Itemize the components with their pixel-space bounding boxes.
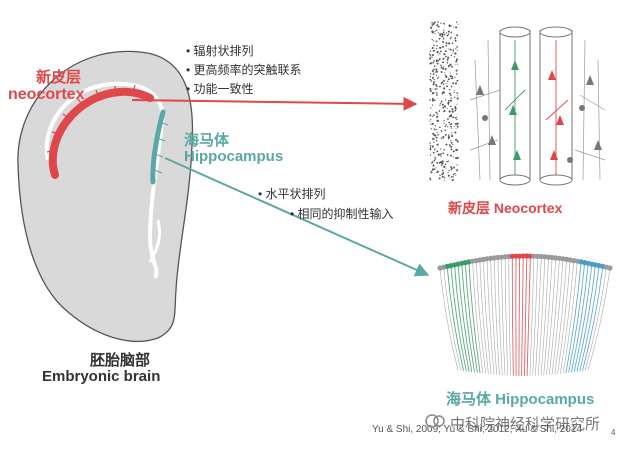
watermark-logo-icon <box>424 412 446 435</box>
neocortex-point: 更高频率的突触联系 <box>186 61 302 78</box>
neocortex-label-cn: 新皮层 <box>36 69 82 86</box>
hippocampus-label-cn: 海马体 <box>184 132 230 149</box>
citation: Yu & Shi, 2009; Yu & Shi, 2012; Xu & Shi… <box>372 424 582 435</box>
neocortex-band <box>46 84 154 179</box>
neocortex-column-illustration <box>428 20 606 186</box>
neocortex-label-en: neocortex <box>8 86 85 103</box>
neocortex-caption: 新皮层 Neocortex <box>448 200 563 216</box>
page-number: 4 <box>611 428 616 437</box>
neocortex-point: 功能一致性 <box>186 80 254 97</box>
embryonic-label-cn: 胚胎脑部 <box>90 352 151 369</box>
hippocampus-neuron-fan <box>437 253 613 377</box>
neocortex-arrow <box>131 96 418 111</box>
watermark-text: 中科院神经科学研究所 <box>450 416 601 433</box>
neocortex-point: 辐射状排列 <box>186 42 254 59</box>
hippocampus-point: 相同的抑制性输入 <box>290 205 394 222</box>
embryonic-label-en: Embryonic brain <box>42 368 161 385</box>
hippocampus-caption: 海马体 Hippocampus <box>446 391 595 408</box>
hippocampus-point: 水平状排列 <box>258 185 326 202</box>
hippocampus-label-en: Hippocampus <box>184 148 284 165</box>
hippocampus-band <box>150 109 169 185</box>
